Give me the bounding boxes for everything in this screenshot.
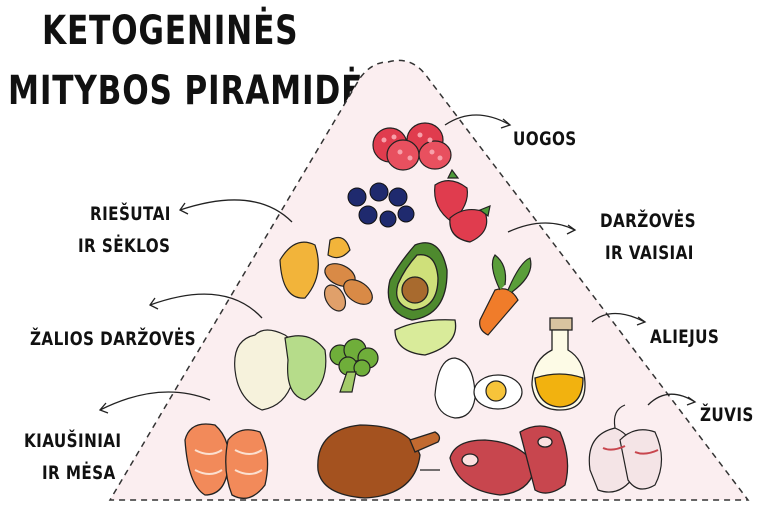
label-zalios-darzoves: ŽALIOS DARŽOVĖS xyxy=(30,328,196,350)
label-darzoves-line2: IR VAISIAI xyxy=(605,242,694,264)
label-riesutai-line2: IR SĖKLOS xyxy=(78,235,170,257)
label-uogos: UOGOS xyxy=(513,128,577,150)
label-aliejus: ALIEJUS xyxy=(650,326,719,348)
label-kiausiniai-line2: IR MĖSA xyxy=(42,462,116,484)
label-riesutai-line1: RIEŠUTAI xyxy=(90,203,171,225)
label-zuvis: ŽUVIS xyxy=(700,404,754,426)
label-kiausiniai-line1: KIAUŠINIAI xyxy=(24,430,121,452)
label-darzoves-line1: DARŽOVĖS xyxy=(600,210,696,232)
arrow-riesutai xyxy=(180,200,292,222)
